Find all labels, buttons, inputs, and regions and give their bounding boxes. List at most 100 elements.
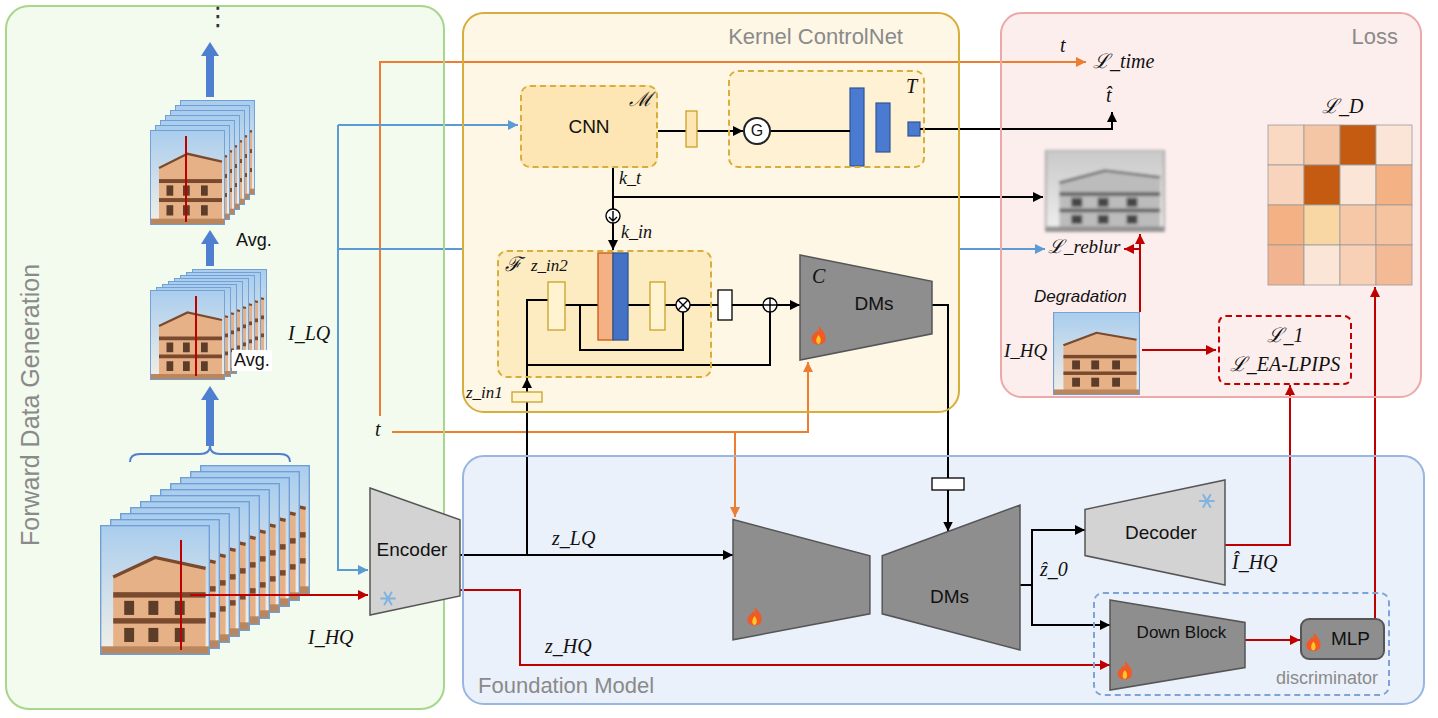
label-text: t: [375, 418, 381, 441]
wire: [960, 248, 1045, 250]
video-frames: [180, 540, 182, 650]
down-block: Down Block: [1110, 600, 1245, 690]
panel-fill: [1000, 12, 1422, 398]
video-frames: [100, 100, 310, 655]
label-text: ẑ_0: [1040, 558, 1068, 581]
label-text: ℒ_reblur: [1048, 236, 1120, 258]
connector: [1245, 639, 1300, 641]
node-text: Foundation Model: [478, 673, 654, 698]
node-text: DMs: [854, 293, 893, 315]
mlp-box: MLP: [1300, 618, 1385, 660]
label-text: ⋮: [205, 2, 231, 32]
wire: [338, 124, 518, 126]
wire: [1142, 349, 1216, 351]
image: [1045, 150, 1165, 395]
node-outline: [733, 520, 870, 640]
wire: [665, 304, 676, 306]
decoder-block: Decoder: [1085, 480, 1225, 585]
score-map: [1340, 205, 1376, 245]
connector: [460, 378, 527, 555]
trainable-icon: [1306, 633, 1320, 652]
label-text: t̂: [1106, 84, 1112, 107]
video-frames: [185, 136, 187, 222]
node-text: G: [751, 122, 763, 140]
frozen-icon: [385, 592, 392, 604]
node-text: CNN: [568, 116, 609, 138]
trainable-icon: [816, 335, 821, 344]
trainable-icon: [1306, 633, 1320, 652]
feature-block: [512, 392, 542, 402]
node-text: Loss: [1352, 24, 1398, 49]
score-map: [1376, 245, 1412, 285]
wire: [527, 300, 548, 378]
feature-block: [932, 478, 964, 490]
wire: [580, 305, 683, 350]
label-text: I_HQ: [1004, 340, 1047, 362]
score-map: [1304, 245, 1340, 285]
connector: [932, 305, 948, 532]
average-arrow: [130, 42, 290, 462]
encoder-block: Encoder: [370, 488, 460, 615]
frozen-icon: [386, 596, 390, 600]
score-map: [1268, 125, 1304, 165]
connector: [658, 130, 743, 132]
score-map: [1268, 245, 1304, 285]
operator-symbol: [763, 298, 777, 312]
feature-block: [548, 282, 565, 330]
feature-bar: [908, 122, 920, 136]
label-text: Avg.: [232, 350, 272, 371]
node-text: Encoder: [377, 539, 448, 561]
operator-symbol: [678, 300, 688, 310]
video-frames: [150, 130, 225, 225]
frozen-icon: [381, 592, 395, 604]
operator-symbol: [609, 211, 617, 221]
video-frames: [100, 525, 210, 655]
diffusion-block: CDMs: [800, 255, 932, 360]
node-outline: [1110, 600, 1245, 690]
score-map: [1340, 245, 1376, 285]
node-text: MLP: [1331, 628, 1370, 650]
node-outline: [370, 488, 460, 615]
trainable-icon: [1123, 670, 1128, 679]
frozen-icon: [1205, 499, 1209, 503]
score-map: [1268, 125, 1412, 285]
label-text: I_LQ: [288, 322, 330, 345]
node-text: Forward Data Generation: [16, 264, 45, 546]
average-arrow: [201, 386, 219, 446]
wire: [690, 304, 712, 306]
wire: [628, 304, 650, 306]
feature-block: [598, 253, 613, 340]
trainable-icon: [1311, 642, 1316, 651]
frozen-icon: [1200, 500, 1214, 502]
score-map: [1304, 165, 1340, 205]
dashed-group: discriminatorDown BlockMLP: [1093, 592, 1390, 696]
node-outline: [800, 255, 932, 360]
node-shape: [1110, 600, 1245, 690]
wire: [1139, 234, 1141, 312]
panel: Foundation ModelDMsDecoderdiscriminatorD…: [462, 455, 1425, 705]
connector: [1225, 385, 1290, 545]
panel-fill: [462, 12, 960, 413]
panel-fill: [462, 455, 1425, 705]
label-text: Î_HQ: [1232, 551, 1278, 574]
label-text: t: [1060, 34, 1066, 57]
node-outline: [1085, 480, 1225, 585]
image: [1045, 150, 1165, 232]
operator-circle: G: [743, 117, 771, 145]
panel-fill: [5, 5, 1425, 710]
trainable-icon: [747, 607, 761, 626]
image: [1053, 312, 1140, 395]
average-arrow: [201, 42, 219, 97]
score-map: [1304, 125, 1340, 165]
frozen-icon: [385, 592, 392, 604]
node-text: ℳ: [629, 88, 652, 111]
video-frames: [150, 290, 225, 380]
loss-box: ℒ_1ℒ_EA-LPIPS: [1218, 315, 1352, 385]
panel: Kernel ControlNetCNNℳTGℱCDMs: [462, 12, 960, 413]
wire: [565, 304, 598, 306]
